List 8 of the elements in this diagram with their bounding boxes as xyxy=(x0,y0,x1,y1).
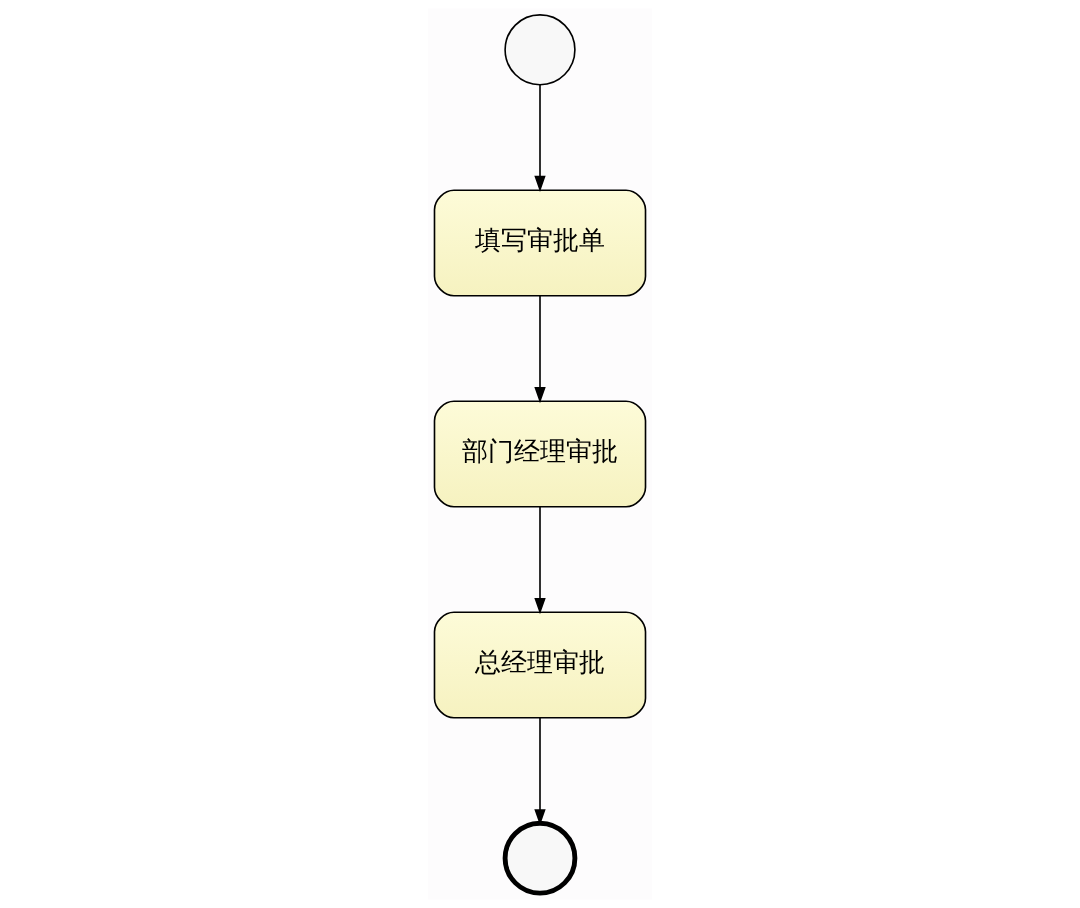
arrow xyxy=(534,84,546,193)
node-box: 总经理审批 xyxy=(433,611,647,719)
arrow xyxy=(534,295,546,404)
node-circle xyxy=(502,820,578,896)
arrow xyxy=(534,506,546,615)
node-box: 填写审批单 xyxy=(433,189,647,297)
node-box: 部门经理审批 xyxy=(433,400,647,508)
node-circle xyxy=(504,14,576,86)
